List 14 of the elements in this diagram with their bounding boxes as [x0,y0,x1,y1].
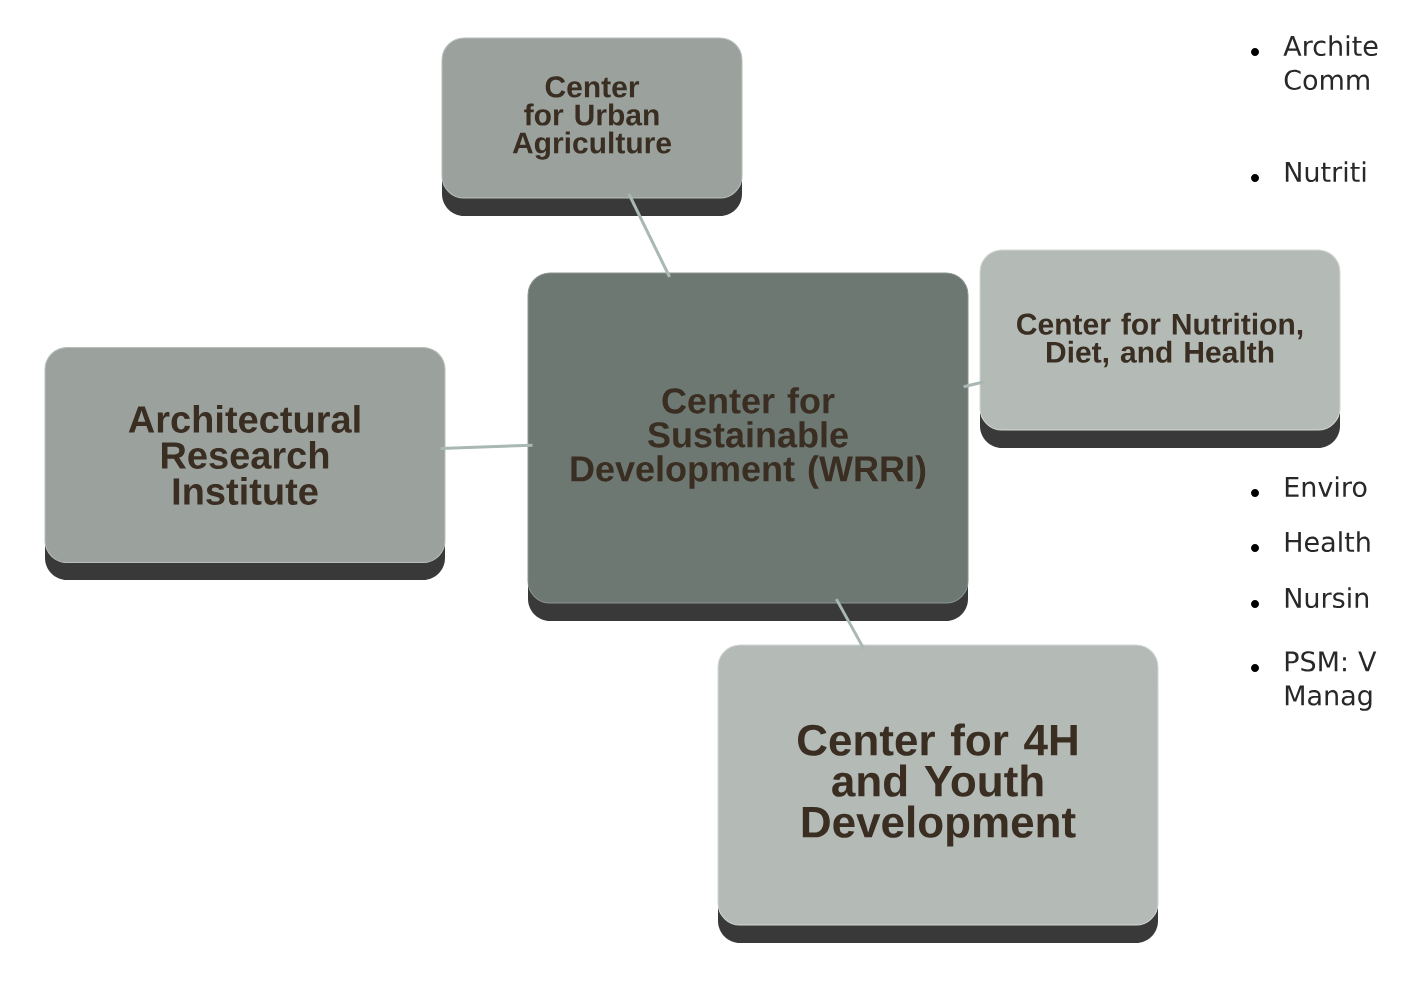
bullet-item: PSM: V Manag [1251,651,1377,711]
block-box: Center for Nutrition, Diet, and Health [979,249,1341,448]
connector-line [440,443,533,450]
block-box: Center for 4H and Youth Development [717,644,1159,943]
bullet-item: Archite Comm [1251,35,1378,91]
connector-line [963,380,985,389]
bullet-item: Nursin [1251,587,1368,609]
bullet-item: Nutriti [1251,161,1366,183]
connector-line [627,193,671,278]
block-box: Center for Urban Agriculture [441,37,743,216]
block-box: Center for Sustainable Development (WRRI) [527,272,969,621]
bullet-item: Health [1251,531,1370,553]
block-box: Architectural Research Institute [44,347,446,580]
bullet-item: Enviro [1251,476,1367,498]
